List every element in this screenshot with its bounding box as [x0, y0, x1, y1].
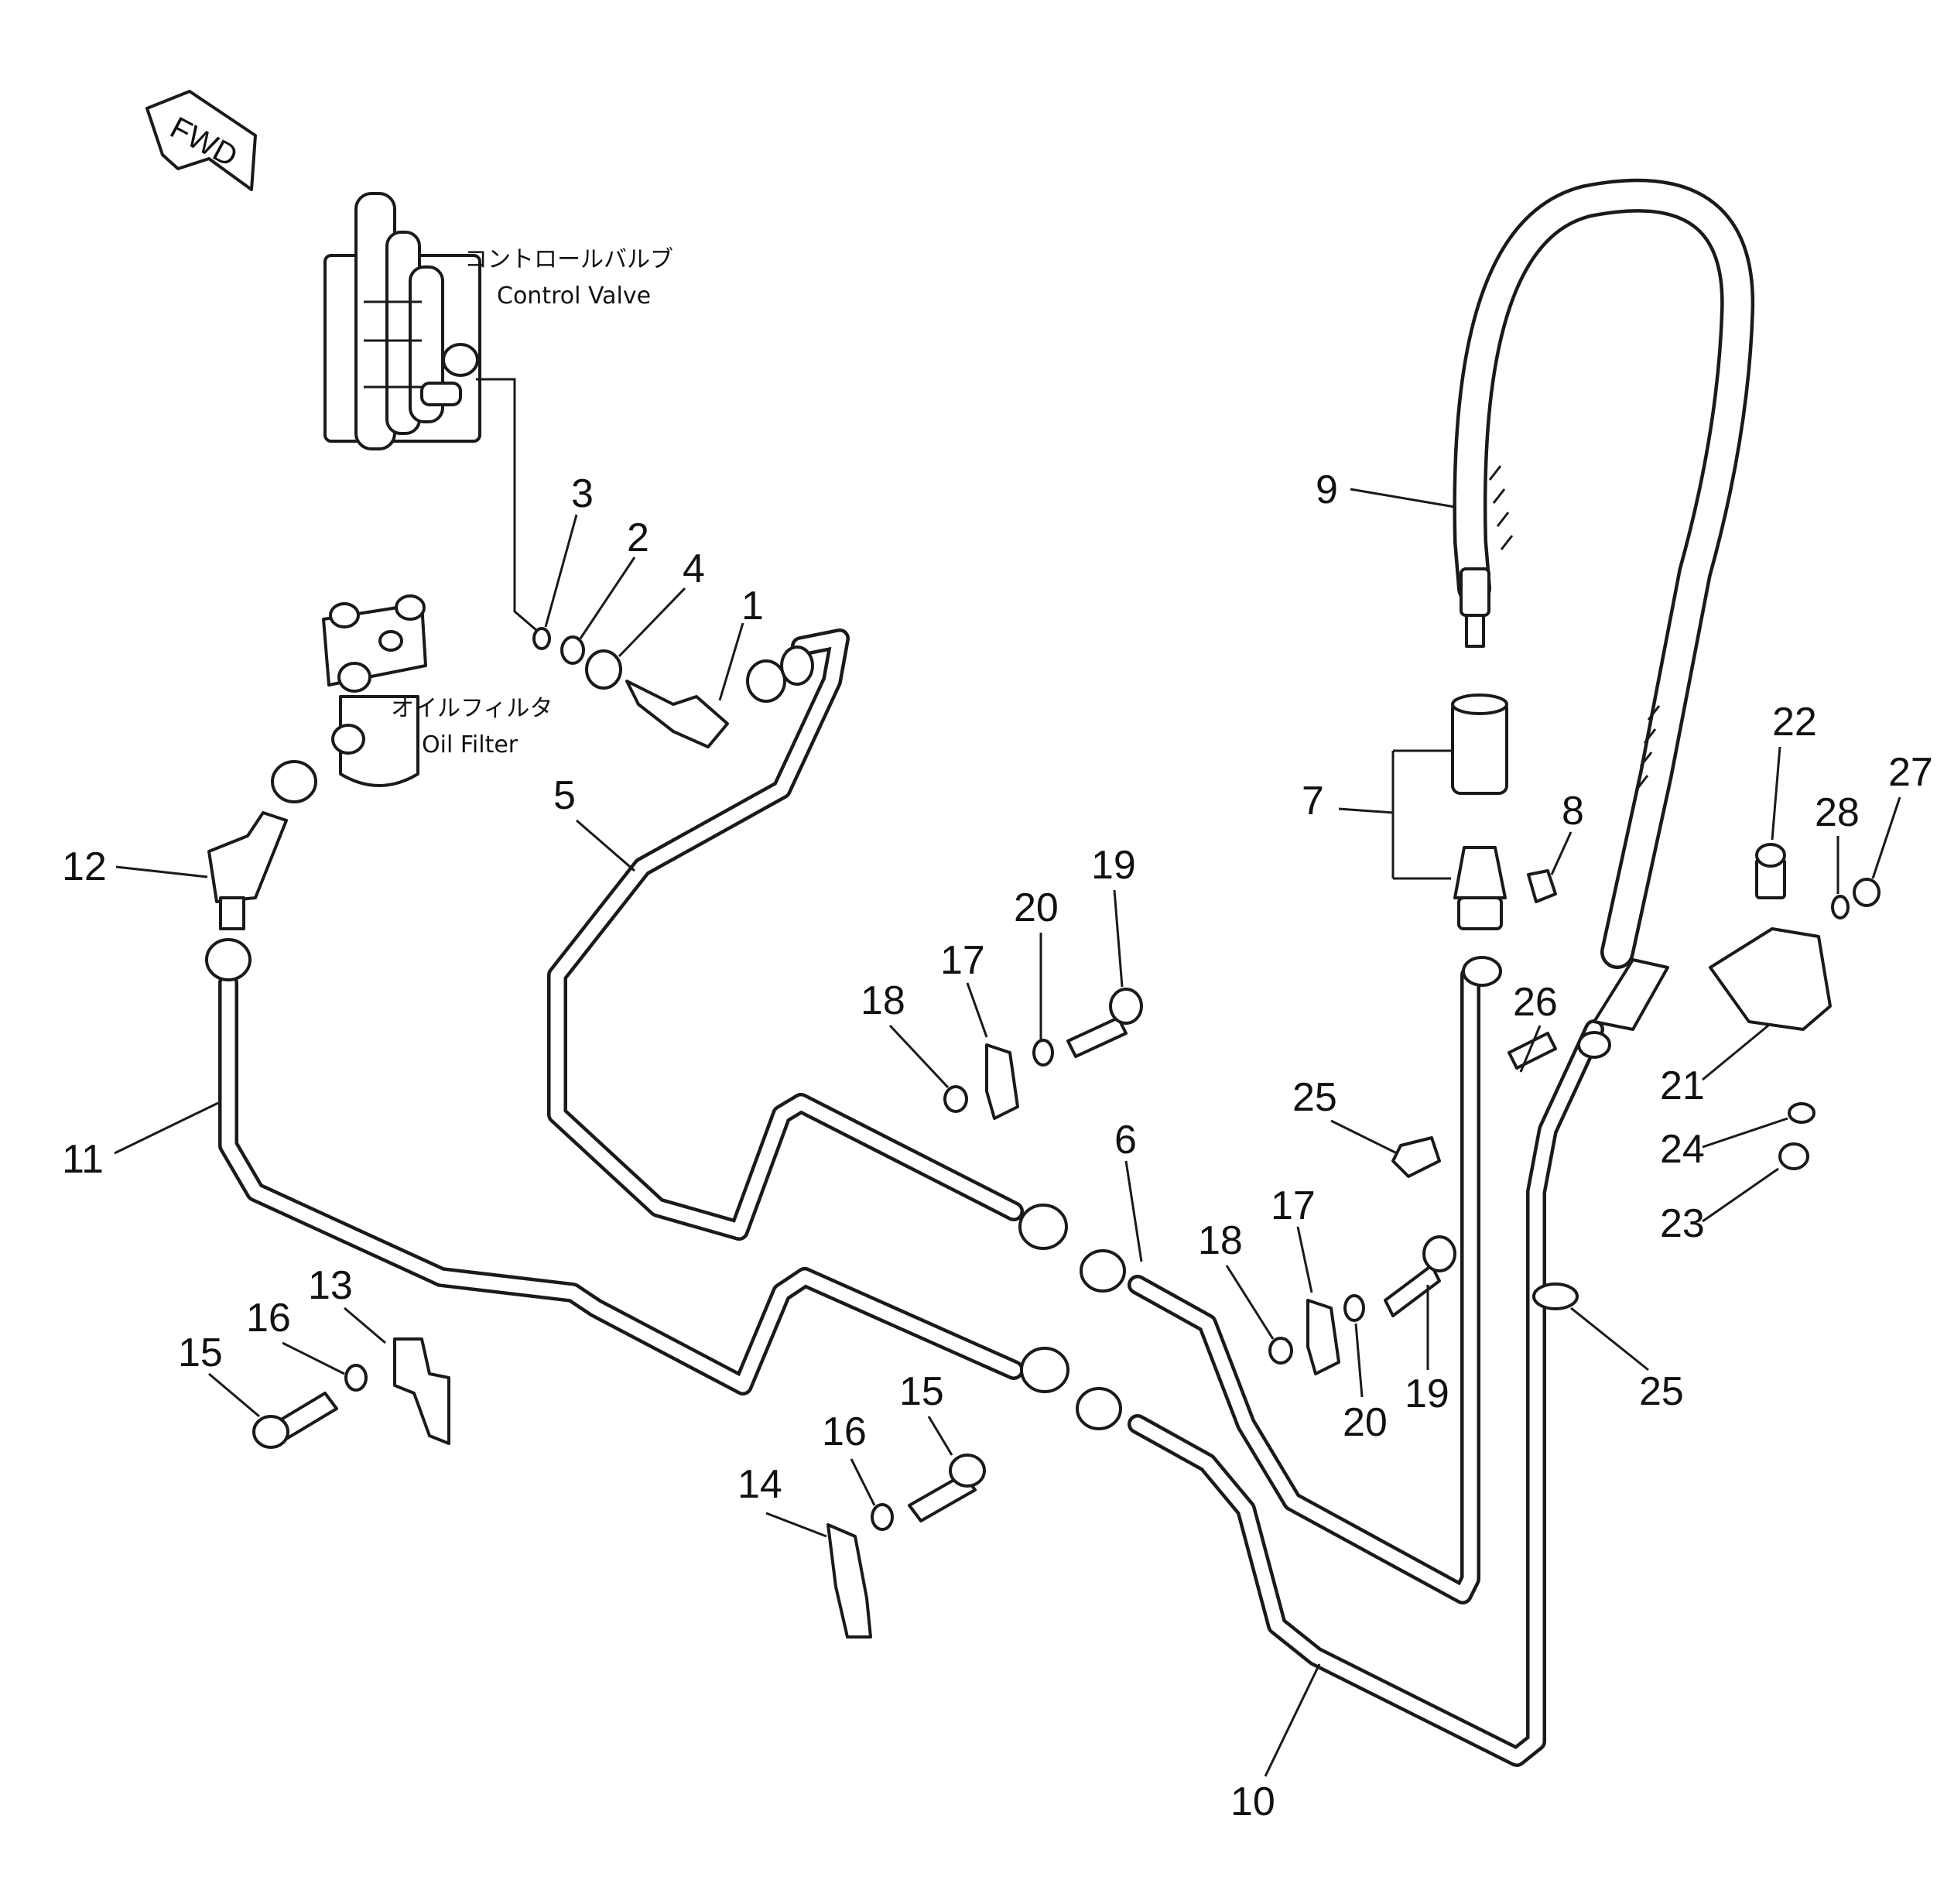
callout-number: 28: [1815, 790, 1860, 835]
callout-28: 28: [1815, 790, 1860, 894]
callout-5: 5: [553, 773, 635, 872]
callout-15-center: 15: [899, 1369, 953, 1456]
callout-number: 20: [1343, 1400, 1388, 1445]
callout-number: 7: [1302, 779, 1324, 824]
callout-number: 15: [178, 1330, 223, 1375]
callout-15-left: 15: [178, 1330, 260, 1418]
callout-21: 21: [1660, 1024, 1769, 1108]
callout-number: 17: [1271, 1183, 1316, 1228]
callout-number: 18: [861, 978, 905, 1023]
callout-number: 2: [627, 515, 649, 560]
oil-filter: [322, 594, 427, 787]
callout-number: 15: [899, 1369, 944, 1414]
callout-number: 24: [1660, 1127, 1705, 1172]
callout-number: 23: [1660, 1201, 1705, 1246]
control-valve-label-en: Control Valve: [497, 283, 651, 310]
callout-25-right: 25: [1570, 1306, 1684, 1414]
callout-number: 8: [1562, 789, 1584, 834]
callout-number: 26: [1513, 980, 1558, 1025]
callout-17-left: 17: [940, 938, 988, 1038]
callout-16-center: 16: [822, 1409, 876, 1506]
callout-number: 4: [683, 546, 705, 591]
callout-18-right: 18: [1198, 1218, 1275, 1340]
callout-number: 19: [1091, 843, 1136, 888]
callout-number: 6: [1114, 1118, 1137, 1163]
callout-11: 11: [62, 1101, 219, 1182]
callout-number: 9: [1316, 467, 1338, 512]
callout-12: 12: [62, 844, 208, 889]
callout-number: 21: [1660, 1063, 1705, 1108]
callout-19-right: 19: [1405, 1285, 1449, 1416]
callout-number: 17: [940, 938, 985, 983]
callout-number: 10: [1230, 1779, 1275, 1824]
oil-filter-label-jp: オイルフィルタ: [391, 695, 553, 722]
callout-13: 13: [308, 1263, 386, 1344]
callout-number: 14: [737, 1462, 782, 1507]
callout-27: 27: [1871, 750, 1933, 879]
callout-number: 16: [246, 1296, 291, 1341]
callout-number: 22: [1772, 700, 1817, 745]
part-7-connector: [1451, 693, 1508, 930]
callout-1: 1: [718, 584, 764, 701]
callout-number: 3: [571, 471, 594, 516]
forward-arrow-icon: FWD: [145, 90, 257, 191]
callout-number: 27: [1888, 750, 1933, 795]
callout-number: 18: [1198, 1218, 1243, 1263]
callout-number: 16: [822, 1409, 867, 1454]
callout-19-left: 19: [1091, 843, 1136, 988]
callout-number: 13: [308, 1263, 353, 1308]
callout-24: 24: [1660, 1117, 1788, 1172]
callout-25-left: 25: [1292, 1075, 1398, 1155]
callout-7: 7: [1302, 749, 1451, 880]
callout-10: 10: [1230, 1663, 1321, 1824]
callout-20-left: 20: [1014, 885, 1059, 1041]
callout-26: 26: [1513, 980, 1558, 1073]
hose-9: [1453, 178, 1755, 969]
callout-20-right: 20: [1343, 1323, 1388, 1445]
pipe-5: [547, 628, 1024, 1241]
callout-4: 4: [618, 546, 705, 658]
callout-17-right: 17: [1271, 1183, 1316, 1293]
callout-14: 14: [737, 1462, 827, 1538]
callout-23: 23: [1660, 1167, 1779, 1246]
callout-number: 19: [1405, 1371, 1449, 1416]
callout-number: 25: [1639, 1369, 1684, 1414]
fittings-group: [205, 627, 1669, 1430]
callout-number: 1: [741, 584, 764, 628]
callout-number: 5: [553, 773, 576, 818]
control-valve-label-jp: コントロールバルブ: [464, 246, 673, 273]
callout-22: 22: [1771, 700, 1817, 841]
callout-number: 20: [1014, 885, 1059, 930]
callout-16-left: 16: [246, 1296, 345, 1375]
valve-port-leader: [476, 378, 542, 636]
callout-2: 2: [579, 515, 649, 639]
pipe-11: [218, 973, 1024, 1395]
callout-8: 8: [1550, 789, 1584, 875]
oil-filter-label-en: Oil Filter: [422, 731, 518, 759]
pipe-10: [1128, 1019, 1604, 1767]
callout-6: 6: [1114, 1118, 1143, 1262]
pipe-6: [1128, 965, 1480, 1604]
callout-3: 3: [544, 471, 594, 628]
callout-18-left: 18: [861, 978, 950, 1089]
callout-number: 12: [62, 844, 107, 889]
callout-9: 9: [1316, 467, 1456, 512]
control-valve: [323, 192, 481, 450]
clamps-and-bolts: [252, 843, 1881, 1639]
callout-number: 11: [62, 1137, 104, 1182]
callout-number: 25: [1292, 1075, 1337, 1120]
